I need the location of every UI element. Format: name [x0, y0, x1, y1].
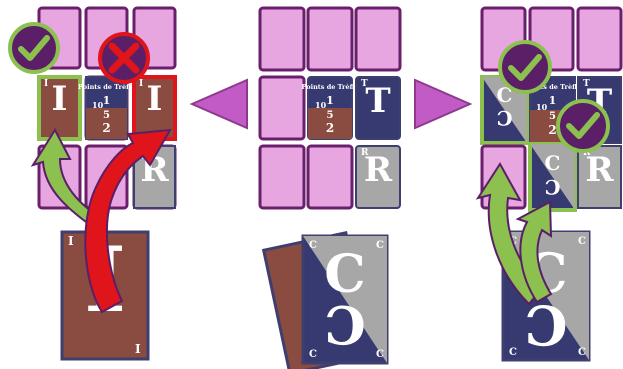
middle-score-card-one: 1: [326, 94, 334, 107]
right-score-card-ten: 10: [536, 102, 548, 112]
middle-slot-r1c3[interactable]: [354, 6, 402, 72]
left-invalid-card-corner: I: [139, 79, 143, 89]
left-score-card-points: Points de Trèfle: [78, 83, 135, 91]
right-score-card-five: 5: [549, 111, 556, 122]
right-valid-arrow-2: [515, 200, 553, 304]
checkmark-icon: [566, 112, 600, 139]
middle-hand-front-card[interactable]: C C C C C C: [301, 234, 389, 365]
right-valid-top-letter-a: C: [497, 83, 513, 107]
checkmark-icon: [508, 54, 542, 81]
left-score-card: Points de Trèfle 1 5 2 10: [78, 76, 135, 140]
left-invalid-badge: [98, 32, 150, 84]
right-slot-r1c3[interactable]: [576, 6, 623, 72]
right-grey-card-corner: R: [583, 148, 591, 158]
middle-navy-card-corner: T: [361, 79, 368, 89]
left-invalid-arrow-shape: [84, 128, 172, 314]
middle-front-card-corner-br: C: [376, 349, 384, 360]
middle-slot-r3c2[interactable]: [306, 144, 354, 210]
middle-score-card-ten: 10: [315, 100, 327, 110]
middle-score-card-bottom: [308, 108, 352, 139]
right-valid-badge-top: [498, 40, 552, 94]
left-valid-arrow: [30, 127, 109, 234]
left-invalid-arrow: [84, 128, 172, 314]
left-score-card-five: 5: [103, 110, 110, 121]
middle-slot-r1c1[interactable]: [258, 6, 306, 72]
right-score-card-two: 2: [548, 123, 556, 137]
left-invalid-placement-card: I I: [132, 75, 177, 141]
right-hand-card-corner-br: C: [578, 347, 586, 358]
middle-hand: C C C C C C: [261, 230, 389, 369]
left-score-card-one: 1: [103, 94, 111, 107]
middle-front-card-corner-tl: C: [309, 240, 317, 251]
right-grey-card-letter: R: [585, 150, 614, 190]
left-valid-card-letter: I: [52, 79, 68, 119]
middle-grey-card: [355, 145, 401, 209]
middle-front-card-corner-tr: C: [376, 240, 384, 251]
cross-icon: [108, 42, 140, 74]
middle-score-card-two: 2: [326, 121, 334, 135]
middle-score-card-points: Points de Trèfle: [302, 83, 359, 91]
right-valid-mid-letter-b: C: [545, 175, 561, 199]
right-valid-mid-split: [530, 144, 575, 210]
left-score-card-bottom: [86, 108, 127, 139]
middle-front-card-letter-top: C: [324, 244, 365, 305]
left-valid-placement-card: I I: [37, 75, 82, 141]
left-valid-arrow-shape: [30, 127, 109, 234]
left-score-card-two: 2: [102, 121, 110, 135]
right-navy-card-corner: T: [583, 79, 590, 89]
right-board: C C Points de Trèfle 1 5 2 10 T T C C R …: [480, 6, 623, 212]
checkmark-icon: [18, 35, 50, 61]
middle-front-card-letter-bottom: C: [324, 293, 365, 354]
triangle-left-icon: [189, 78, 248, 130]
checkmark-badge-right-mid: [556, 99, 610, 153]
left-score-card-ten: 10: [92, 100, 104, 110]
right-valid-arrow-2-shape: [515, 200, 553, 304]
middle-slot-r3c1[interactable]: [258, 144, 306, 210]
middle-slot-r2c1[interactable]: [258, 75, 306, 141]
middle-board: Points de Trèfle 1 5 2 10 T T R R: [258, 6, 402, 210]
right-score-card-points: Points de Trèfle: [524, 83, 581, 91]
left-valid-card-corner: I: [44, 79, 48, 89]
left-valid-badge: [8, 22, 60, 74]
triangle-right-icon: [414, 78, 473, 130]
checkmark-badge-left: [8, 22, 60, 74]
middle-score-card-five: 5: [327, 110, 334, 121]
left-hand-card-corner-bottom: I: [135, 342, 141, 356]
middle-front-card-corner-bl: C: [309, 349, 317, 360]
checkmark-badge-right-top: [498, 40, 552, 94]
right-valid-top-letter-b: C: [497, 106, 513, 130]
left-invalid-card-letter: I: [147, 79, 163, 119]
middle-front-card-split: [303, 236, 387, 363]
right-valid-badge-mid: [556, 99, 610, 153]
middle-navy-card: [355, 76, 401, 140]
right-valid-mid-letter-a: C: [545, 151, 561, 175]
middle-grey-card-letter: R: [364, 150, 393, 190]
right-valid-top-split: [482, 77, 527, 143]
right-score-card-one: 1: [549, 94, 557, 107]
left-hand-card-corner-top: I: [68, 234, 74, 248]
right-hand-card-corner-bl: C: [509, 347, 517, 358]
middle-grey-card-corner: R: [361, 148, 369, 158]
middle-navy-card-letter: T: [365, 81, 390, 121]
left-valid-card: [37, 75, 82, 141]
middle-slot-r1c2[interactable]: [306, 6, 354, 72]
right-hand-card-corner-tr: C: [578, 236, 586, 247]
right-hand-card-letter-bottom: C: [525, 293, 568, 357]
